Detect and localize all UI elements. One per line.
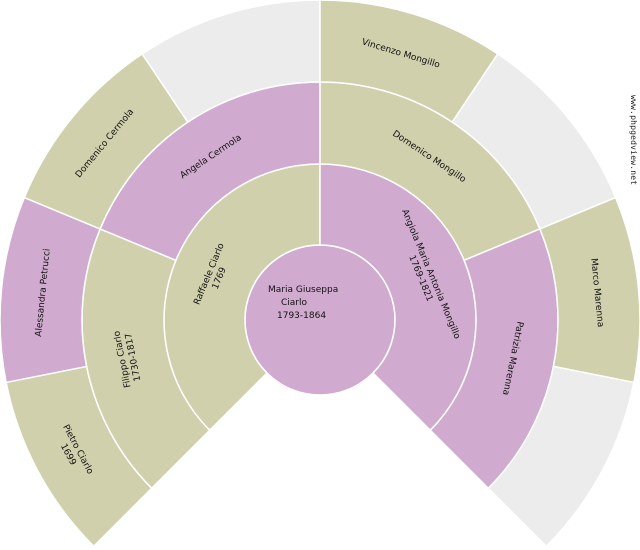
person-gen3-4 bbox=[141, 0, 321, 124]
person-gen3-8 bbox=[487, 365, 635, 548]
watermark-text: www.phpgedview.net bbox=[629, 95, 638, 186]
